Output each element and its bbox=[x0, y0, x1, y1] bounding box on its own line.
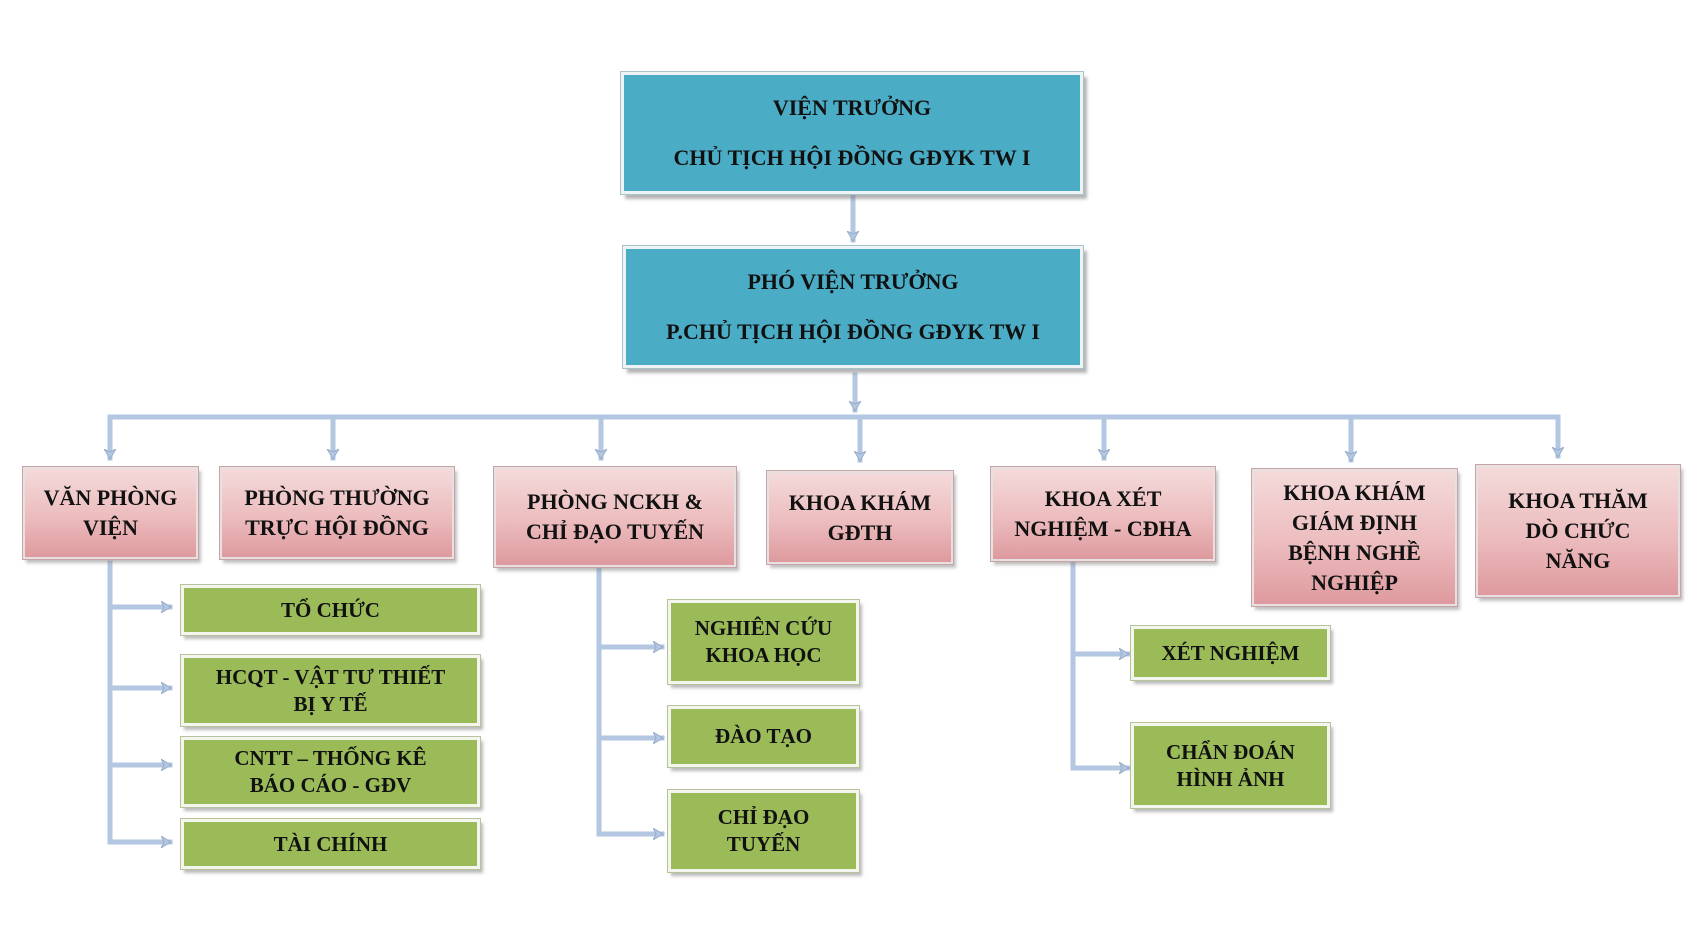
department-khoa-xet-nghiem: KHOA XÉT NGHIỆM - CĐHA bbox=[990, 466, 1216, 562]
department-phong-thuong-truc: PHÒNG THƯỜNG TRỰC HỘI ĐỒNG bbox=[219, 466, 455, 560]
unit-chan-doan-hinh-anh: CHẨN ĐOÁN HÌNH ẢNH bbox=[1130, 722, 1331, 809]
department-khoa-kham-benh-nghe-nghiep: KHOA KHÁM GIÁM ĐỊNH BỆNH NGHỀ NGHIỆP bbox=[1251, 468, 1458, 607]
unit-to-chuc: TỔ CHỨC bbox=[180, 584, 481, 636]
director-box: VIỆN TRƯỞNG CHỦ TỊCH HỘI ĐỒNG GĐYK TW I bbox=[620, 71, 1084, 195]
deputy-director-title: PHÓ VIỆN TRƯỞNG bbox=[747, 269, 959, 294]
unit-cntt-thong-ke: CNTT – THỐNG KÊ BÁO CÁO - GĐV bbox=[180, 736, 481, 808]
director-title: VIỆN TRƯỞNG bbox=[772, 95, 932, 120]
unit-tai-chinh: TÀI CHÍNH bbox=[180, 818, 481, 870]
deputy-council-title: P.CHỦ TỊCH HỘI ĐỒNG GĐYK TW I bbox=[666, 319, 1040, 344]
director-council-title: CHỦ TỊCH HỘI ĐỒNG GĐYK TW I bbox=[673, 145, 1031, 170]
unit-dao-tao: ĐÀO TẠO bbox=[667, 705, 860, 768]
department-van-phong-vien: VĂN PHÒNG VIỆN bbox=[22, 466, 199, 560]
unit-chi-dao-tuyen: CHỈ ĐẠO TUYẾN bbox=[667, 789, 860, 873]
department-khoa-kham-gdth: KHOA KHÁM GĐTH bbox=[766, 470, 954, 565]
unit-hcqt-vat-tu: HCQT - VẬT TƯ THIẾT BỊ Y TẾ bbox=[180, 654, 481, 727]
unit-xet-nghiem: XÉT NGHIỆM bbox=[1130, 625, 1331, 681]
department-khoa-tham-do: KHOA THĂM DÒ CHỨC NĂNG bbox=[1475, 464, 1681, 598]
unit-nghien-cuu-khoa-hoc: NGHIÊN CỨU KHOA HỌC bbox=[667, 599, 860, 685]
department-phong-nckh: PHÒNG NCKH & CHỈ ĐẠO TUYẾN bbox=[493, 466, 737, 568]
deputy-director-box: PHÓ VIỆN TRƯỞNG P.CHỦ TỊCH HỘI ĐỒNG GĐYK… bbox=[622, 245, 1084, 369]
